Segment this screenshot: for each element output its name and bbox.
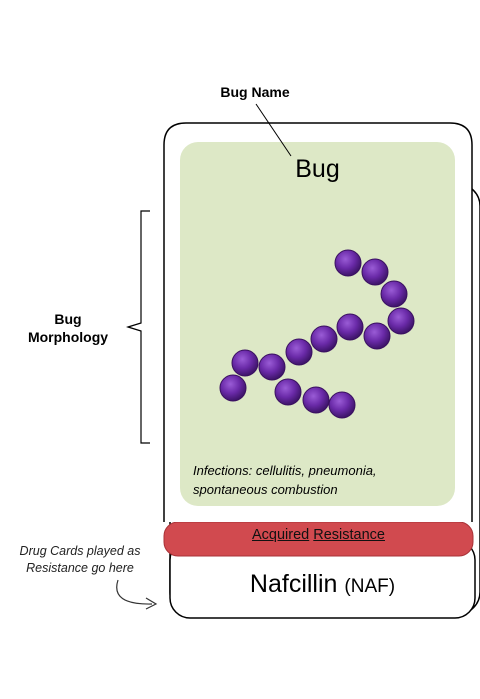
bug-title: Bug (295, 155, 340, 183)
coccus (274, 378, 302, 406)
coccus (302, 386, 330, 414)
drug-name: Nafcillin (NAF) (170, 570, 475, 599)
coccus (285, 338, 313, 366)
resistance-word1: Acquired (252, 527, 310, 543)
drug-abbreviation: (NAF) (344, 576, 396, 597)
resistance-label: Acquired Resistance (165, 527, 472, 543)
resistance-word2: Resistance (313, 527, 385, 543)
infections-line1: Infections: cellulitis, pneumonia, (193, 463, 377, 478)
bug-name-label: Bug Name (220, 84, 290, 100)
drug-cards-note: Drug Cards played as Resistance go here (0, 543, 160, 577)
morphology-label-line2: Morphology (27, 329, 109, 345)
coccus (361, 258, 389, 286)
arrow-head (145, 597, 158, 610)
coccus (231, 349, 259, 377)
coccus (363, 322, 391, 350)
bug-panel (180, 142, 455, 506)
coccus (387, 307, 415, 335)
bug-name-pointer (255, 103, 292, 157)
coccus (334, 249, 362, 277)
coccus (219, 374, 247, 402)
curved-arrow (116, 579, 153, 605)
coccus (328, 391, 356, 419)
drug-cards-note-line1: Drug Cards played as (19, 544, 141, 558)
coccus (336, 313, 364, 341)
drug-name-text: Nafcillin (249, 570, 338, 598)
drug-cards-note-line2: Resistance go here (26, 561, 134, 575)
infections-line2: spontaneous combustion (193, 482, 338, 497)
coccus (258, 353, 286, 381)
morphology-label: Bug Morphology (18, 310, 118, 346)
infections-text: Infections: cellulitis, pneumonia, spont… (193, 461, 448, 499)
coccus (380, 280, 408, 308)
morphology-label-line1: Bug (54, 311, 82, 327)
coccus (310, 325, 338, 353)
cocci-chain (219, 249, 415, 419)
morphology-bracket (125, 210, 150, 444)
